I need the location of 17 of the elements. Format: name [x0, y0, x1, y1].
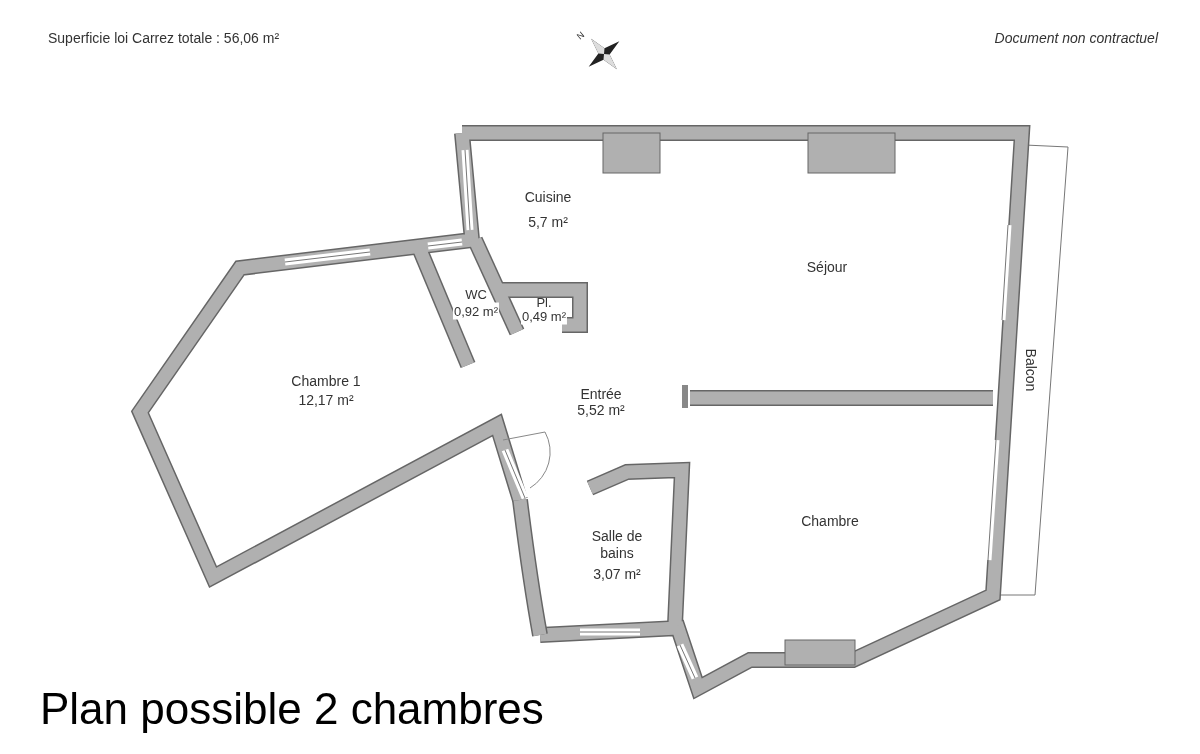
room-label: WC: [465, 285, 487, 303]
area-value: 0,92 m²: [452, 302, 500, 320]
area-value: 12,17 m²: [298, 391, 354, 409]
room-label: Cuisine: [524, 188, 572, 206]
room-label: Salle de bains: [590, 528, 644, 562]
disclaimer-note: Document non contractuel: [994, 29, 1158, 47]
plan-title: Plan possible 2 chambres: [40, 684, 544, 734]
room-label: Chambre: [801, 512, 859, 530]
area-value: 5,52 m²: [577, 401, 625, 419]
room-label: Entrée: [580, 385, 622, 403]
balcony-label: Balcon: [1021, 348, 1039, 392]
north-marker: N: [574, 28, 588, 44]
area-total-note: Superficie loi Carrez totale : 56,06 m²: [48, 29, 280, 47]
area-value: 3,07 m²: [593, 565, 641, 583]
area-value: 5,7 m²: [528, 213, 568, 231]
room-label: Séjour: [806, 258, 848, 276]
room-label: Chambre 1: [291, 372, 361, 390]
